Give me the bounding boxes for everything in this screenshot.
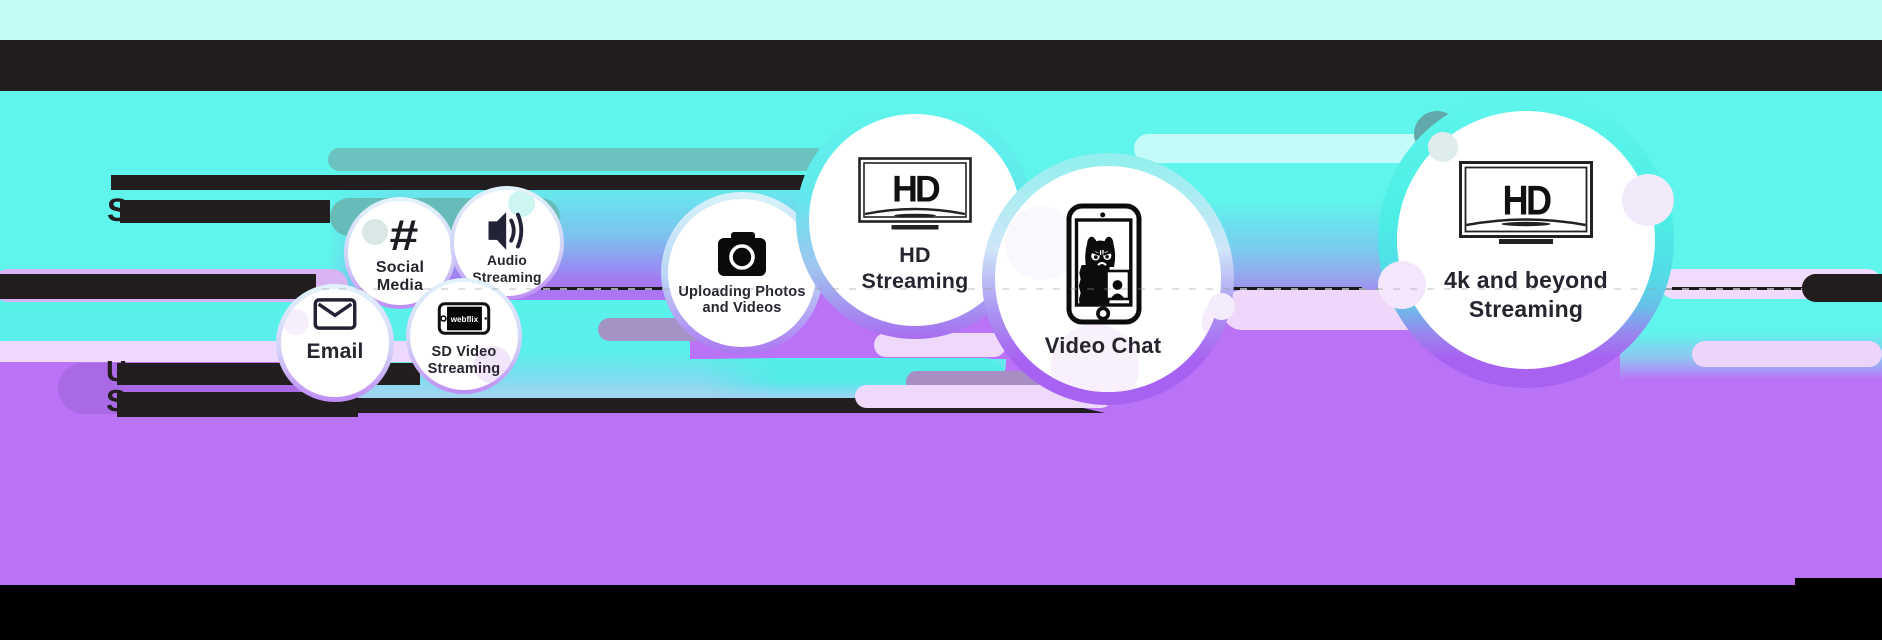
svg-text:HD: HD xyxy=(892,168,939,210)
svg-text:HD: HD xyxy=(1503,178,1551,224)
svg-text:webflix: webflix xyxy=(450,315,479,324)
